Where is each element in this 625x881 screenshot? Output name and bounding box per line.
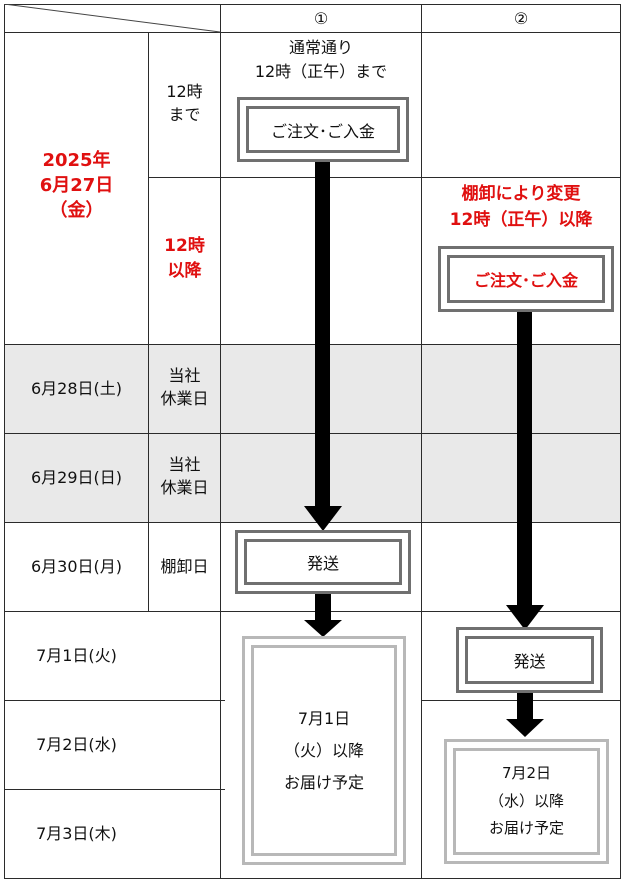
flow2-caption: 棚卸により変更 12時（正午）以降 — [422, 181, 620, 234]
flow2-order-label: ご注文･ご入金 — [447, 255, 605, 303]
row-note-1: 当社 休業日 — [149, 453, 220, 499]
row-date-5: 7月3日(木) — [36, 824, 117, 843]
flow1-ship-label: 発送 — [244, 539, 402, 585]
flow1-caption-line1: 通常通り — [288, 38, 353, 57]
row-date-2: 6月30日(月) — [30, 557, 123, 576]
flow1-delivery-line1: 7月1日 — [297, 708, 351, 728]
grid-line — [421, 4, 422, 879]
time-slot-before-line1: 12時 — [166, 82, 203, 101]
flow2-delivery-line3: お届け予定 — [488, 819, 564, 838]
flow1-delivery-line3: お届け予定 — [283, 772, 364, 792]
main-date-label: 2025年 6月27日 （金） — [5, 148, 148, 224]
flow1-delivery-box: 7月1日 （火）以降 お届け予定 — [242, 636, 406, 865]
grid-line — [620, 4, 621, 879]
flow1-ship-box: 発送 — [235, 530, 411, 594]
column-header-2: ② — [513, 9, 529, 28]
column-header-1: ① — [313, 9, 329, 28]
time-slot-before-line2: まで — [168, 105, 201, 125]
flow2-delivery-text: 7月2日 （水）以降 お届け予定 — [453, 748, 600, 855]
time-slot-before: 12時 まで — [149, 80, 220, 126]
row-note-1-line1: 当社 — [168, 455, 201, 474]
grid-line — [4, 878, 621, 879]
row-note-1-line2: 休業日 — [160, 478, 209, 498]
time-slot-after: 12時 以降 — [149, 234, 220, 283]
row-date-3: 7月1日(火) — [36, 646, 117, 665]
grid-line — [4, 700, 225, 701]
row-note-0-line2: 休業日 — [160, 389, 209, 409]
grid-line — [4, 433, 621, 434]
time-slot-after-line1: 12時 — [164, 236, 205, 256]
grid-line — [4, 344, 621, 345]
main-date-weekday: （金） — [49, 200, 104, 222]
flow1-arrow-down-long — [304, 162, 342, 531]
flow2-order-box: ご注文･ご入金 — [438, 246, 614, 312]
grid-line — [148, 177, 621, 178]
flow1-arrow-down-short — [304, 594, 342, 637]
row-date-0: 6月28日(土) — [30, 379, 123, 398]
flow1-caption-line2: 12時（正午）まで — [254, 62, 388, 81]
grid-line — [148, 32, 149, 611]
flow2-ship-label: 発送 — [465, 636, 594, 684]
grid-line — [4, 4, 621, 5]
grid-line — [4, 4, 5, 879]
flow2-arrow-down-long — [506, 312, 544, 630]
grid-line — [220, 4, 221, 879]
flow2-delivery-line1: 7月2日 — [501, 763, 552, 782]
grid-line — [4, 789, 225, 790]
flow1-delivery-line2: （火）以降 — [283, 740, 364, 760]
main-date-year: 2025年 — [42, 150, 111, 171]
row-note-0-line1: 当社 — [168, 366, 201, 385]
main-date-day: 6月27日 — [39, 175, 114, 197]
row-date-4: 7月2日(水) — [36, 735, 117, 754]
time-slot-after-line2: 以降 — [167, 260, 202, 281]
flow2-caption-line2: 12時（正午）以降 — [449, 210, 593, 231]
flow1-order-label: ご注文･ご入金 — [246, 106, 400, 153]
header-diagonal — [4, 4, 221, 33]
flow1-order-box: ご注文･ご入金 — [237, 97, 409, 162]
row-note-0: 当社 休業日 — [149, 364, 220, 410]
flow2-ship-box: 発送 — [456, 627, 603, 693]
grid-line — [4, 611, 621, 612]
flow1-delivery-text: 7月1日 （火）以降 お届け予定 — [251, 645, 397, 856]
flow1-caption: 通常通り 12時（正午）まで — [221, 36, 421, 84]
flow2-caption-line1: 棚卸により変更 — [461, 184, 581, 204]
grid-line — [4, 522, 621, 523]
flow2-delivery-box: 7月2日 （水）以降 お届け予定 — [444, 739, 609, 864]
row-note-2: 棚卸日 — [160, 557, 209, 576]
grid-line — [4, 32, 621, 33]
flow2-arrow-down-short — [506, 693, 544, 737]
flow2-delivery-line2: （水）以降 — [488, 791, 564, 810]
row-date-1: 6月29日(日) — [30, 468, 123, 487]
